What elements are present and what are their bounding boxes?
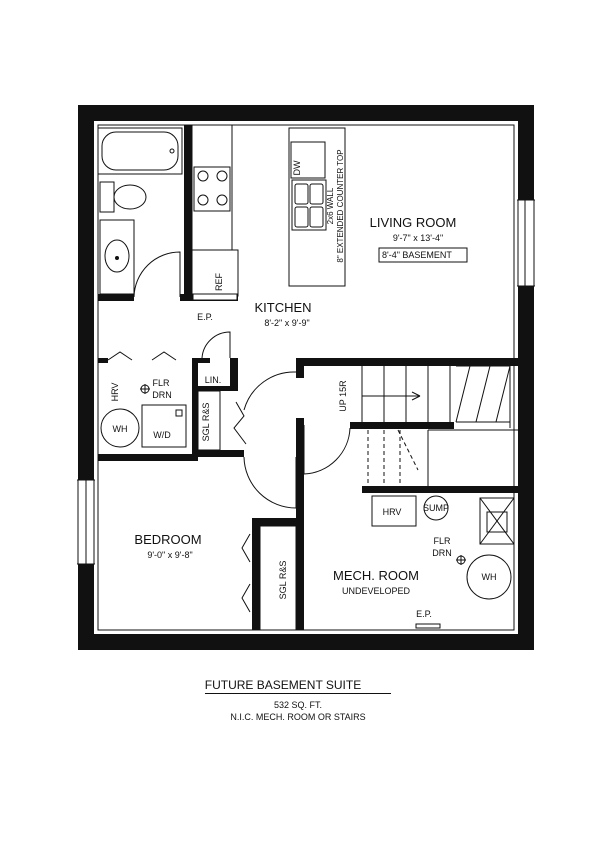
floor-drain-label-3: FLR [433, 536, 451, 546]
living-room-label: LIVING ROOM [370, 215, 457, 230]
plan-title: FUTURE BASEMENT SUITE [0, 678, 596, 694]
kitchen-counter [191, 124, 239, 297]
toilet [99, 181, 147, 213]
ep-label-kitchen: E.P. [197, 312, 213, 322]
bedroom-dims: 9'-0" x 9'-8" [147, 550, 192, 560]
bedroom-closet [241, 525, 297, 631]
kitchen-dims: 8'-2" x 9'-9" [264, 318, 309, 328]
ep-panel [192, 293, 238, 301]
ep-label-mech: E.P. [416, 609, 432, 619]
plan-title-text: FUTURE BASEMENT SUITE [204, 678, 392, 694]
floor-drain-label-2: DRN [152, 390, 172, 400]
exterior-walls [78, 105, 534, 650]
sgl-closet-label-1: SGL R&S [201, 403, 211, 442]
bathroom-sink [99, 219, 135, 295]
fridge-label: REF [214, 272, 224, 291]
wall-note-1: 2x6 WALL [326, 187, 335, 224]
lin-door [201, 331, 231, 359]
bedroom-label: BEDROOM [134, 532, 201, 547]
linen-label: LIN. [205, 375, 222, 385]
plan-area: 532 SQ. FT. [273, 700, 323, 710]
kitchen-island [288, 127, 346, 287]
kitchen-label: KITCHEN [254, 300, 311, 315]
inner-wall-line [97, 124, 515, 631]
sump-label: SUMP [423, 503, 449, 513]
hrv-label-mech: HRV [383, 507, 402, 517]
mech-room-label: MECH. ROOM [333, 568, 419, 583]
wall-note-2: 8" EXTENDED COUNTER TOP [336, 149, 345, 262]
interior-walls [98, 125, 518, 630]
floor-drain-label-1: FLR [152, 378, 170, 388]
stair-label: UP 15R [338, 380, 348, 412]
mech-fixtures [371, 495, 515, 629]
stairs [361, 365, 518, 486]
hrv-label-laundry: HRV [110, 383, 120, 402]
sgl-closet-label-2: SGL R&S [278, 561, 288, 600]
mech-room-status: UNDEVELOPED [342, 586, 411, 596]
washer-dryer-label: W/D [153, 430, 171, 440]
window-left [77, 479, 95, 565]
dishwasher-label: DW [292, 160, 302, 175]
plan-note: N.I.C. MECH. ROOM OR STAIRS [230, 712, 366, 722]
laundry-fixtures [100, 384, 187, 448]
window-right [517, 199, 535, 287]
bathtub [97, 127, 183, 175]
laundry-bifold-doors [107, 351, 177, 361]
water-heater-label-1: WH [113, 424, 128, 434]
floor-drain-label-4: DRN [432, 548, 452, 558]
basement-height-note: 8'-4" BASEMENT [382, 250, 452, 260]
water-heater-label-2: WH [482, 572, 497, 582]
sgl-closet-1 [197, 390, 247, 451]
basement-note-box [378, 247, 468, 263]
living-room-dims: 9'-7" x 13'-4" [393, 233, 443, 243]
bath-door-swing [133, 251, 181, 298]
corridor-doors [243, 371, 351, 509]
